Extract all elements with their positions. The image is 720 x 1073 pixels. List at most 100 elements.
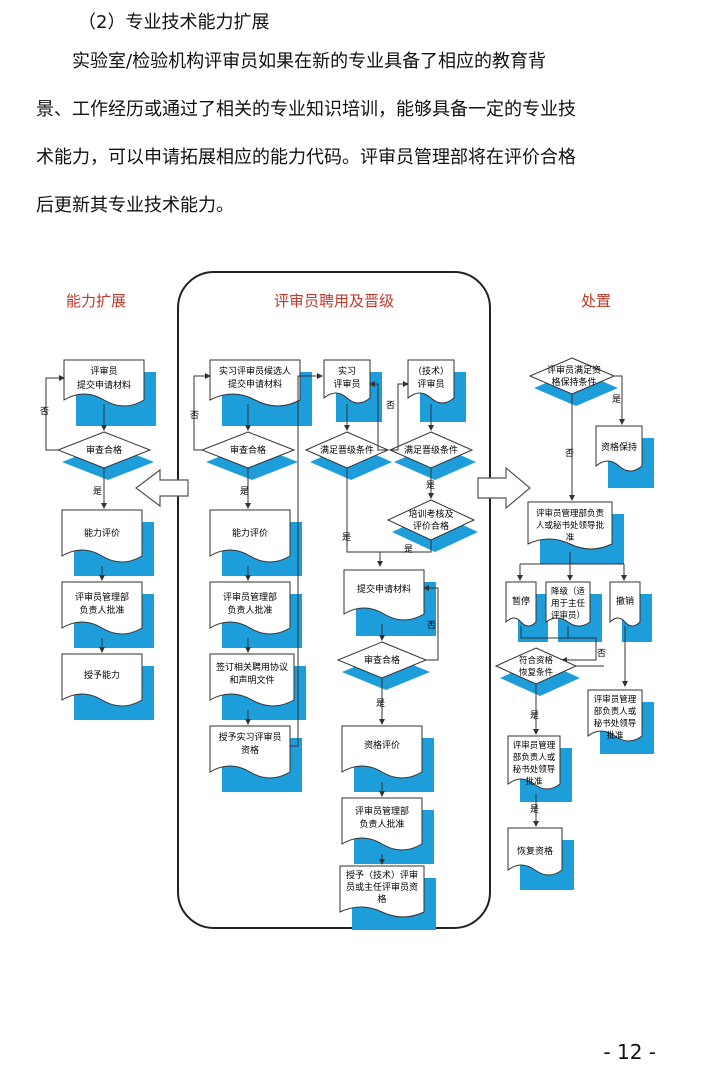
body-paragraph: 实验室/检验机构评审员如果在新的专业具备了相应的教育背 景、工作经历或通过了相关… bbox=[36, 38, 686, 230]
mid-sign-box: 签订相关聘用协议 和声明文件 bbox=[209, 653, 306, 720]
svg-text:资格: 资格 bbox=[241, 744, 259, 756]
svg-text:评审员满足资: 评审员满足资 bbox=[547, 364, 601, 376]
svg-text:评审员管理部: 评审员管理部 bbox=[75, 591, 129, 603]
mid-qual-eval-box: 资格评价 bbox=[341, 725, 434, 792]
left-submit-box: 评审员 提交申请材料 bbox=[63, 359, 156, 426]
right-suspend-box: 暂停 bbox=[505, 581, 548, 642]
right-no2-label: 否 bbox=[597, 648, 606, 659]
left-review-diamond: 审查合格 bbox=[56, 431, 154, 480]
svg-text:格保持条件: 格保持条件 bbox=[551, 376, 596, 388]
hollow-arrow-left-icon bbox=[135, 468, 189, 508]
mid-grant-trainee-box: 授予实习评审员 资格 bbox=[209, 725, 302, 792]
svg-text:评审员管理部: 评审员管理部 bbox=[355, 805, 409, 817]
right-yes3-label: 是 bbox=[530, 804, 539, 815]
svg-text:评审员: 评审员 bbox=[333, 378, 360, 390]
mid-no-label: 否 bbox=[190, 410, 199, 421]
mid-trainee-box: 实习 评审员 bbox=[323, 359, 382, 422]
section-heading: （2）专业技术能力扩展 bbox=[78, 12, 270, 33]
svg-text:评审员管理: 评审员管理 bbox=[513, 740, 556, 751]
paragraph-line: 后更新其专业技术能力。 bbox=[36, 195, 234, 216]
right-approve-b-box: 评审员管理 部负责人或 秘书处领导 批准 bbox=[587, 689, 654, 754]
paragraph-line: 景、工作经历或通过了相关的专业知识培训，能够具备一定的专业技 bbox=[36, 99, 576, 120]
svg-text:评价合格: 评价合格 bbox=[413, 520, 449, 532]
svg-text:评审员管理: 评审员管理 bbox=[594, 694, 637, 705]
mid-meet2-diamond: 满足晋级条件 bbox=[388, 431, 476, 480]
column-title-middle: 评审员聘用及晋级 bbox=[274, 292, 394, 310]
svg-text:满足晋级条件: 满足晋级条件 bbox=[404, 444, 458, 456]
svg-text:实习: 实习 bbox=[338, 365, 356, 377]
left-no-label: 否 bbox=[40, 406, 49, 417]
hollow-arrow-right-icon bbox=[477, 466, 531, 510]
svg-text:资格保持: 资格保持 bbox=[601, 441, 637, 453]
svg-text:批准: 批准 bbox=[525, 776, 543, 787]
svg-text:负责人批准: 负责人批准 bbox=[227, 604, 272, 616]
svg-text:签订相关聘用协议: 签订相关聘用协议 bbox=[216, 661, 288, 673]
svg-text:格: 格 bbox=[377, 893, 386, 905]
svg-text:秘书处领导: 秘书处领导 bbox=[513, 764, 556, 775]
left-approve-box: 评审员管理部 负责人批准 bbox=[61, 581, 154, 648]
mid-candidate-box: 实习评审员候选人 提交申请材料 bbox=[209, 359, 312, 426]
svg-text:符合资格: 符合资格 bbox=[519, 655, 554, 666]
right-restore-check-diamond: 符合资格 恢复条件 bbox=[494, 647, 580, 696]
mid-training-diamond: 培训考核及 评价合格 bbox=[386, 499, 478, 552]
svg-text:和声明文件: 和声明文件 bbox=[229, 674, 274, 686]
svg-text:能力评价: 能力评价 bbox=[232, 527, 268, 539]
svg-text:资格评价: 资格评价 bbox=[364, 739, 400, 751]
svg-text:评审员管理部负责: 评审员管理部负责 bbox=[536, 508, 605, 519]
right-leader-box: 评审员管理部负责 人或秘书处领导批 准 bbox=[527, 501, 624, 564]
mid-grant-final-box: 授予（技术）评审 员或主任评审员资 格 bbox=[339, 865, 436, 930]
page-number: - 12 - bbox=[603, 1040, 656, 1064]
svg-text:评审员: 评审员 bbox=[417, 378, 444, 390]
right-demote-box: 降级（适 用于主任 评审员） bbox=[545, 581, 602, 642]
svg-text:能力评价: 能力评价 bbox=[84, 527, 120, 539]
mid-approve2-box: 评审员管理部 负责人批准 bbox=[341, 797, 434, 864]
mid-no-mid-label: 否 bbox=[386, 400, 395, 411]
left-grant-box: 授予能力 bbox=[61, 653, 154, 720]
mid-technical-box: （技术） 评审员 bbox=[407, 359, 466, 422]
svg-text:授予能力: 授予能力 bbox=[84, 669, 120, 681]
svg-text:秘书处领导: 秘书处领导 bbox=[594, 718, 637, 729]
column-title-right: 处置 bbox=[581, 292, 611, 310]
paragraph-line: 实验室/检验机构评审员如果在新的专业具备了相应的教育背 bbox=[72, 51, 547, 72]
svg-text:暂停: 暂停 bbox=[512, 595, 530, 607]
svg-text:恢复条件: 恢复条件 bbox=[519, 667, 554, 678]
svg-text:准: 准 bbox=[566, 532, 575, 543]
svg-text:满足晋级条件: 满足晋级条件 bbox=[320, 444, 374, 456]
mid-yes-a-label: 是 bbox=[342, 532, 351, 543]
mid-approve-box: 评审员管理部 负责人批准 bbox=[209, 581, 302, 648]
mid-no2-label: 否 bbox=[427, 620, 436, 631]
svg-text:撤销: 撤销 bbox=[616, 595, 634, 607]
left-yes-label: 是 bbox=[93, 486, 102, 497]
mid-yes-b-label: 是 bbox=[404, 544, 413, 555]
svg-text:实习评审员候选人: 实习评审员候选人 bbox=[219, 365, 291, 377]
svg-text:提交申请材料: 提交申请材料 bbox=[357, 583, 411, 595]
right-yes2-label: 是 bbox=[530, 710, 539, 721]
svg-text:提交申请材料: 提交申请材料 bbox=[77, 379, 131, 391]
left-evaluate-box: 能力评价 bbox=[61, 509, 154, 576]
mid-review2-diamond: 审查合格 bbox=[336, 641, 430, 690]
svg-text:提交申请材料: 提交申请材料 bbox=[228, 378, 282, 390]
right-approve-a-box: 评审员管理 部负责人或 秘书处领导 批准 bbox=[507, 735, 572, 802]
right-restore-box: 恢复资格 bbox=[507, 827, 574, 890]
svg-text:部负责人或: 部负责人或 bbox=[594, 706, 637, 717]
svg-text:评审员）: 评审员） bbox=[551, 610, 585, 621]
middle-container bbox=[177, 271, 491, 929]
svg-text:降级（适: 降级（适 bbox=[551, 586, 586, 597]
mid-yes-tech-label: 是 bbox=[426, 480, 435, 491]
mid-yes2-label: 是 bbox=[376, 698, 385, 709]
svg-text:用于主任: 用于主任 bbox=[551, 598, 586, 609]
svg-text:授予（技术）评审: 授予（技术）评审 bbox=[346, 869, 418, 881]
svg-text:审查合格: 审查合格 bbox=[230, 444, 266, 456]
right-revoke-box: 撤销 bbox=[609, 581, 652, 642]
right-keep-box: 资格保持 bbox=[595, 425, 654, 488]
svg-text:负责人批准: 负责人批准 bbox=[359, 818, 404, 830]
svg-text:评审员: 评审员 bbox=[90, 365, 117, 377]
svg-text:部负责人或: 部负责人或 bbox=[513, 752, 556, 763]
column-title-left: 能力扩展 bbox=[66, 292, 126, 310]
mid-evaluate-box: 能力评价 bbox=[209, 509, 302, 576]
svg-text:批准: 批准 bbox=[606, 730, 624, 741]
svg-text:培训考核及: 培训考核及 bbox=[408, 508, 453, 520]
svg-text:负责人批准: 负责人批准 bbox=[79, 604, 124, 616]
right-keep-check-diamond: 评审员满足资 格保持条件 bbox=[528, 357, 618, 406]
